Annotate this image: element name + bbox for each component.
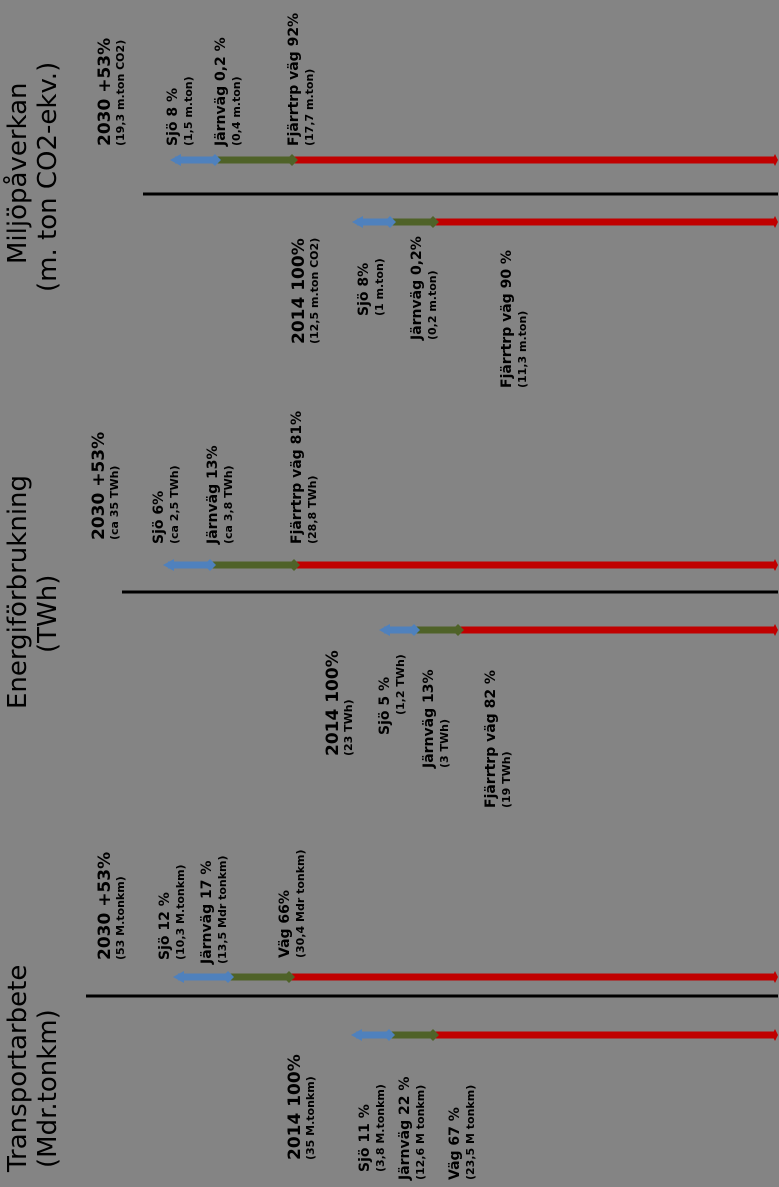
end-marker: [772, 971, 778, 983]
diamond-marker: [427, 1029, 439, 1041]
label-energy-2030-sea: Sjö 6% (ca 2,5 TWh): [151, 465, 181, 544]
label-environment-2030-rail: Järnväg 0,2 % (0,4 m.ton): [213, 37, 243, 146]
panel-title-line1: Transportarbete: [3, 964, 33, 1172]
panel-title-line1: Miljöpåverkan: [3, 82, 33, 264]
label-environment-2030-total: 2030 +53% (19,3 m.ton CO2): [95, 37, 127, 146]
label-environment-2030-road: Fjärrtrp väg 92% (17,7 m.ton): [286, 12, 316, 146]
label-energy-2030-road: Fjärrtrp väg 81% (28,8 TWh): [289, 410, 319, 544]
diamond-marker: [384, 216, 396, 228]
end-marker: [772, 154, 778, 166]
arrow-left-marker: [163, 559, 174, 571]
label-energy-2014-road: Fjärrtrp väg 82 % (19 TWh): [483, 670, 513, 808]
panel-title-line1: Energiförbrukning: [3, 474, 33, 709]
panel-title-line2: (Mdr.tonkm): [33, 1009, 63, 1168]
label-energy-2030-total: 2030 +53% (ca 35 TWh): [89, 431, 121, 540]
label-transport-2014-road: Väg 67 % (23,5 M tonkm): [447, 1084, 477, 1180]
diamond-marker: [204, 559, 216, 571]
diamond-marker: [286, 154, 298, 166]
label-energy-2014-total: 2014 100% (23 TWh): [323, 650, 355, 756]
panel-title-energy: Energiförbrukning (TWh): [3, 475, 63, 709]
label-energy-2014-sea: Sjö 5 % (1,2 TWh): [377, 654, 407, 735]
panel-title-transport: Transportarbete (Mdr.tonkm): [3, 965, 63, 1172]
panel-title-line2: (TWh): [33, 574, 63, 653]
label-energy-2014-rail: Järnväg 13% (3 TWh): [421, 669, 451, 768]
label-transport-2030-sea: Sjö 12 % (10,3 M.tonkm): [157, 864, 187, 960]
label-energy-2030-rail: Järnväg 13% (ca 3,8 TWh): [205, 445, 235, 544]
diamond-marker: [427, 216, 439, 228]
arrow-left-marker: [352, 216, 363, 228]
label-transport-2014-sea: Sjö 11 % (3,8 M.tonkm): [357, 1084, 387, 1172]
diamond-marker: [452, 624, 464, 636]
label-environment-2014-rail: Järnväg 0,2% (0,2 m.ton): [409, 236, 439, 340]
diamond-marker: [288, 559, 300, 571]
label-transport-2014-rail: Järnväg 22 % (12,6 M tonkm): [397, 1076, 427, 1180]
label-environment-2030-sea: Sjö 8 % (1,5 m.ton): [165, 76, 195, 146]
label-environment-2014-total: 2014 100% (12,5 m.ton CO2): [289, 237, 321, 344]
end-marker: [772, 559, 778, 571]
arrow-left-marker: [173, 971, 184, 983]
label-transport-2014-total: 2014 100% (35 M.tonkm): [285, 1054, 317, 1160]
label-environment-2014-road: Fjärrtrp väg 90 % (11,3 m.ton): [499, 250, 529, 388]
bar-transport-2014: [351, 1029, 778, 1041]
panel-title-environment: Miljöpåverkan (m. ton CO2-ekv.): [3, 62, 63, 292]
bar-environment-2030: [170, 154, 778, 166]
label-transport-2030-total: 2030 +53% (53 M.tonkm): [95, 851, 127, 960]
diamond-marker: [383, 1029, 395, 1041]
label-transport-2030-rail: Järnväg 17 % (13,5 Mdr tonkm): [199, 855, 229, 964]
diamond-marker: [222, 971, 234, 983]
panel-title-line2: (m. ton CO2-ekv.): [33, 61, 63, 292]
bar-energy-2030: [163, 559, 778, 571]
arrow-left-marker: [170, 154, 181, 166]
diamond-marker: [209, 154, 221, 166]
arrow-left-marker: [351, 1029, 362, 1041]
end-marker: [772, 624, 778, 636]
diamond-marker: [408, 624, 420, 636]
bar-environment-2014: [352, 216, 778, 228]
label-transport-2030-road: Väg 66% (30,4 Mdr tonkm): [277, 849, 307, 958]
end-marker: [772, 216, 778, 228]
label-environment-2014-sea: Sjö 8% (1 m.ton): [356, 258, 386, 316]
bar-transport-2030: [173, 971, 778, 983]
end-marker: [772, 1029, 778, 1041]
bar-energy-2014: [379, 624, 778, 636]
diamond-marker: [283, 971, 295, 983]
arrow-left-marker: [379, 624, 390, 636]
